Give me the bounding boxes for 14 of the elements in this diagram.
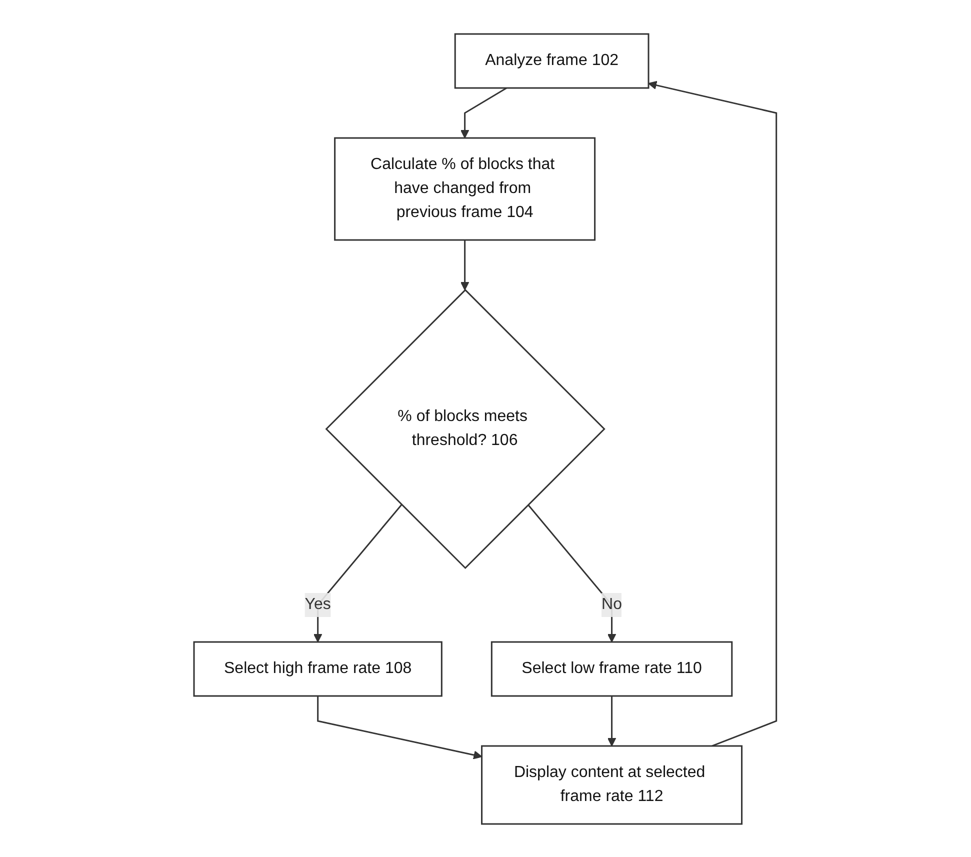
node-box: Select high frame rate 108 [194,640,443,696]
arrow [317,695,483,759]
node-box: Select low frame rate 110 [491,640,733,696]
node-box: Calculate % of blocks that have changed from previous frame 104 [334,136,596,240]
edge-label: No [602,595,622,612]
arrow [460,240,470,290]
node-box: Analyze frame 102 [454,32,650,88]
arrow [460,86,508,138]
arrow [608,695,616,746]
arrow [648,80,778,746]
arrow [528,504,616,642]
node-diamond: % of blocks meets threshold? 106 [326,288,606,569]
edge-label: Yes [305,595,332,612]
node-box: Display content at selected frame rate 112 [481,744,743,824]
